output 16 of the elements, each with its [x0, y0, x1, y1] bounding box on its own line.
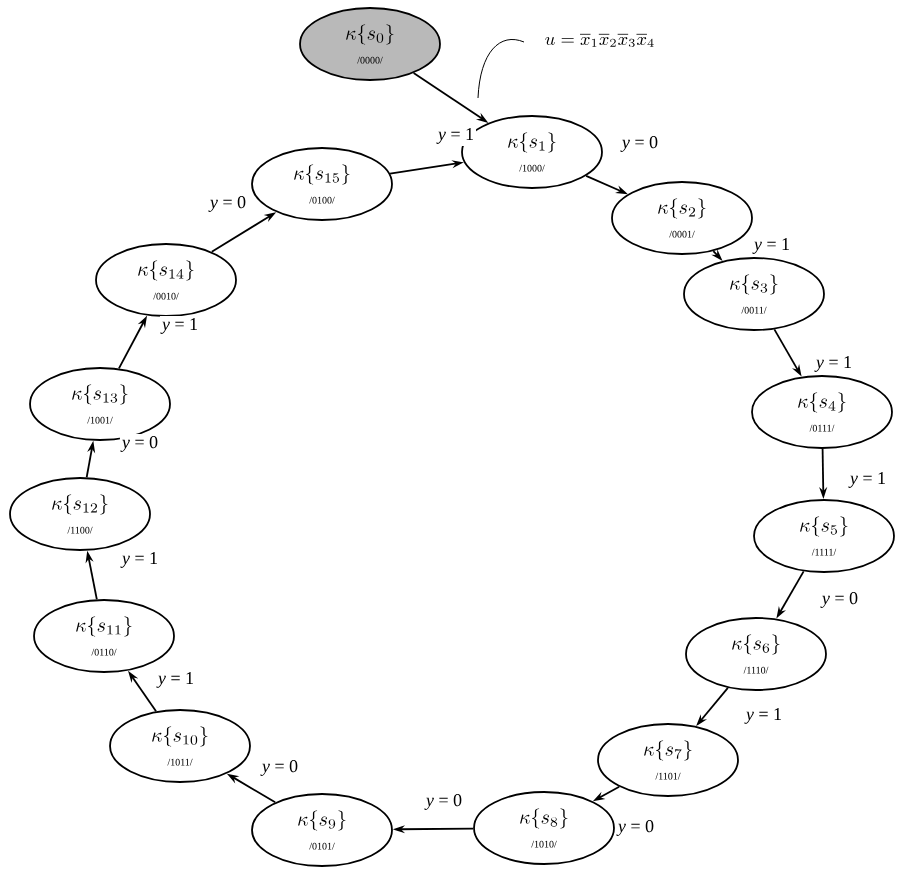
edge-label: y = 0: [207, 194, 249, 214]
edge-label: y = 1: [847, 470, 889, 490]
edge-label: y = 1: [743, 706, 785, 726]
edge-label: y = 1: [119, 550, 161, 570]
edge-label: y = 0: [615, 818, 657, 838]
edge-label: y = 1: [435, 126, 477, 146]
edge-label: y = 1: [813, 354, 855, 374]
edge-label: y = 1: [751, 236, 793, 256]
edge-label: y = 0: [423, 792, 465, 812]
edge-label: $u=\overline{x}_1\overline{x}_2\overline{x}_3\overline{x}_4$: [542, 31, 658, 49]
edge-label: y = 1: [155, 670, 197, 690]
edge-label: y = 0: [819, 590, 861, 610]
edge-label: y = 0: [619, 134, 661, 154]
edge-label: y = 0: [259, 758, 301, 778]
edge-label: y = 1: [159, 316, 201, 336]
edge-label: y = 0: [119, 434, 161, 454]
